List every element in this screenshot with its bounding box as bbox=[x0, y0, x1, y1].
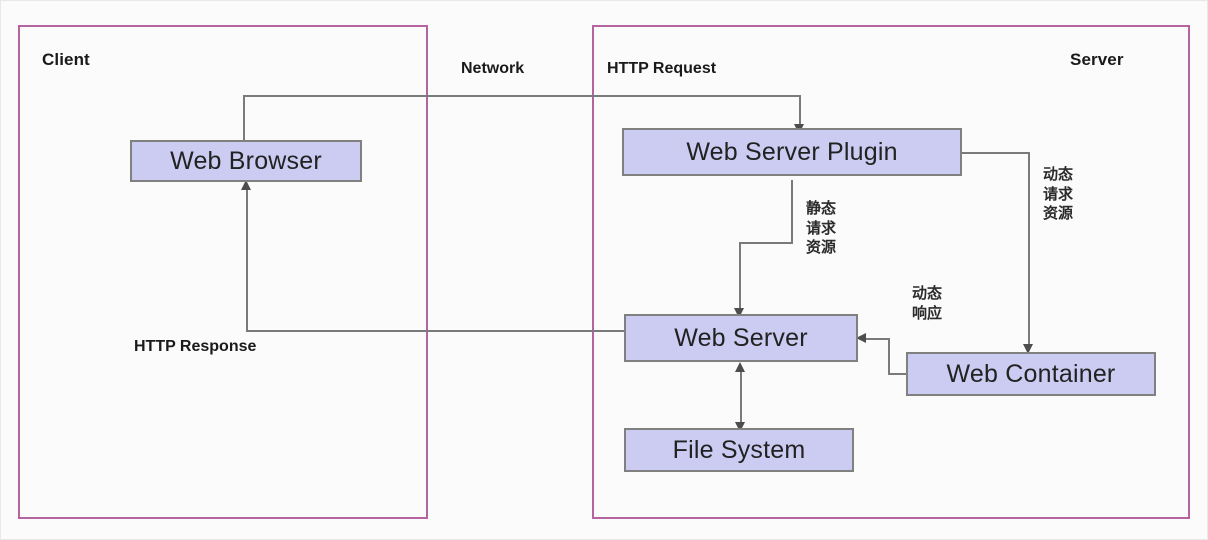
cjk-line-2: 请求 bbox=[1043, 185, 1074, 203]
zone-client-label: Client bbox=[42, 50, 90, 69]
zone-server bbox=[592, 25, 1190, 519]
connector-browser-to-plugin-seg-down bbox=[799, 95, 801, 128]
connector-server-filesystem-seg bbox=[740, 370, 742, 426]
connector-browser-to-plugin-seg-up bbox=[243, 95, 245, 141]
connector-container-to-server-seg-left1 bbox=[888, 373, 910, 375]
node-web-server-plugin[interactable]: Web Server Plugin bbox=[622, 128, 962, 176]
edge-label-network: Network bbox=[461, 60, 525, 77]
connector-browser-to-plugin-seg-across bbox=[243, 95, 801, 97]
node-web-server[interactable]: Web Server bbox=[624, 314, 858, 362]
arrowhead-into-web-browser bbox=[241, 180, 251, 190]
edge-label-http-request: HTTP Request bbox=[607, 60, 717, 77]
cjk-line-1: 动态 bbox=[912, 285, 943, 302]
connector-plugin-to-server-seg-down2 bbox=[739, 242, 741, 314]
connector-plugin-to-container-seg-down bbox=[1028, 152, 1030, 348]
connector-container-to-server-seg-left2 bbox=[866, 338, 890, 340]
cjk-line-1: 静态 bbox=[806, 200, 837, 217]
connector-plugin-to-server-seg-down1 bbox=[791, 180, 793, 242]
cjk-label-dynamic-request-resource: 动态 请求 资源 bbox=[1043, 165, 1073, 224]
cjk-line-2: 响应 bbox=[912, 304, 943, 322]
connector-server-to-browser-seg-across bbox=[246, 330, 624, 332]
cjk-line-2: 请求 bbox=[806, 219, 837, 237]
arrowhead-into-web-server-fs bbox=[735, 362, 745, 372]
connector-plugin-to-container-seg-right bbox=[962, 152, 1030, 154]
node-file-system[interactable]: File System bbox=[624, 428, 854, 472]
arrowhead-into-web-server-static bbox=[734, 308, 744, 318]
cjk-label-dynamic-response: 动态 响应 bbox=[912, 284, 942, 323]
cjk-line-3: 资源 bbox=[1043, 205, 1074, 222]
arrowhead-into-web-container bbox=[1023, 344, 1033, 354]
node-web-browser[interactable]: Web Browser bbox=[130, 140, 362, 182]
edge-label-http-response: HTTP Response bbox=[134, 338, 257, 355]
node-web-container[interactable]: Web Container bbox=[906, 352, 1156, 396]
zone-server-label: Server bbox=[1070, 50, 1124, 69]
arrowhead-into-file-system bbox=[735, 422, 745, 432]
arrowhead-into-web-server-dynamic bbox=[856, 333, 866, 343]
cjk-line-3: 资源 bbox=[806, 239, 837, 256]
connector-container-to-server-seg-up bbox=[888, 338, 890, 375]
connector-plugin-to-server-seg-left bbox=[739, 242, 793, 244]
cjk-label-static-request-resource: 静态 请求 资源 bbox=[806, 199, 836, 258]
zone-client bbox=[18, 25, 428, 519]
cjk-line-1: 动态 bbox=[1043, 166, 1074, 183]
connector-server-to-browser-seg-up bbox=[246, 190, 248, 332]
